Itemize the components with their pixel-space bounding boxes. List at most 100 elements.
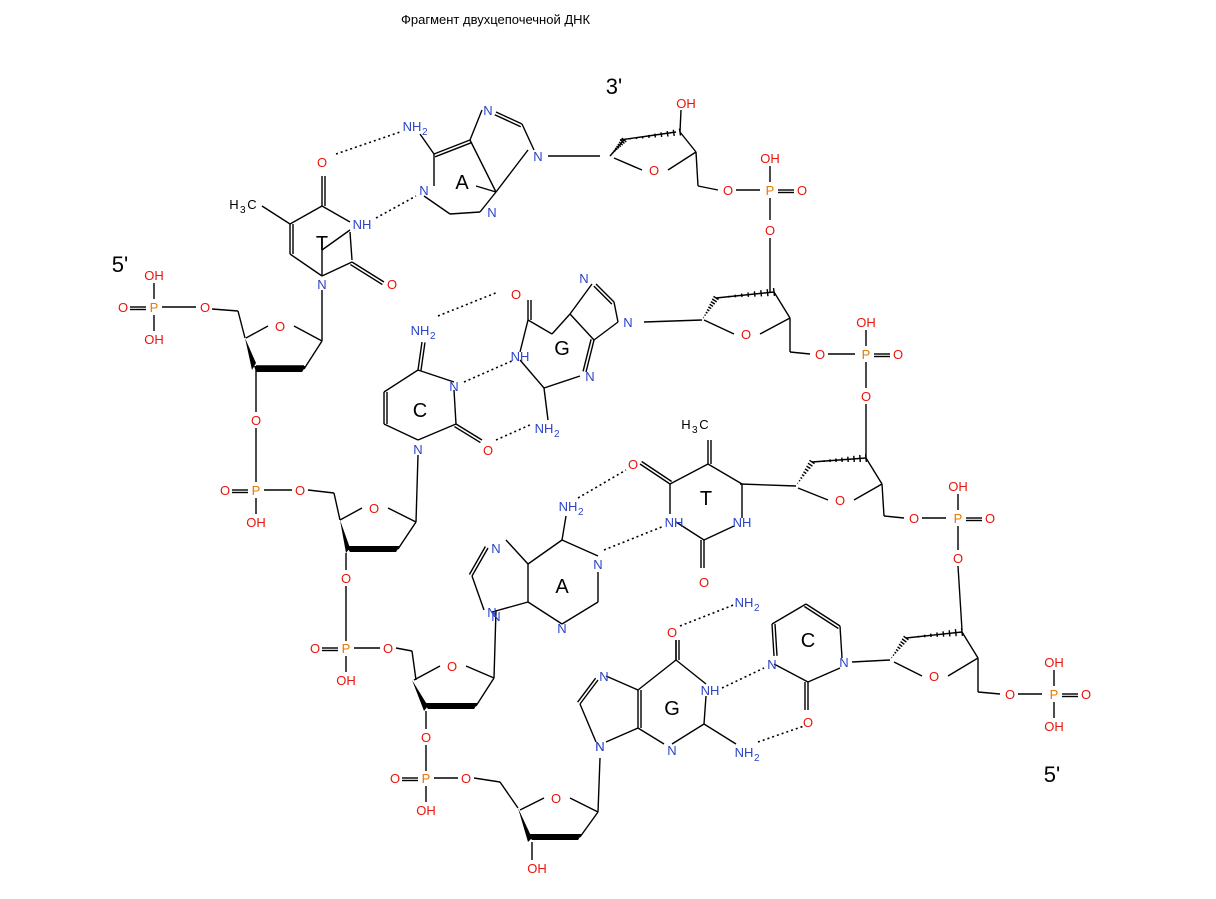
bond [707, 463, 743, 485]
bond [637, 727, 665, 745]
hash-bond [618, 141, 624, 146]
oxygen-atom: O [118, 300, 128, 315]
hash-bond [897, 646, 901, 650]
strand-end-top_right: 3' [606, 74, 622, 99]
hash-bond [798, 479, 801, 482]
bond [423, 195, 451, 215]
oxygen-atom: O [835, 493, 845, 508]
nitrogen-atom: N [413, 442, 422, 457]
hydrogen-bond [495, 423, 533, 441]
phosphorus-atom: P [1050, 687, 1059, 702]
hash-bond [666, 130, 669, 137]
hash-bond [804, 468, 809, 472]
bond-double [803, 605, 839, 630]
nitrogen-atom: N [593, 557, 602, 572]
bond [715, 291, 775, 299]
methyl-c: C [247, 197, 256, 212]
bond-double [582, 339, 592, 372]
bond [479, 191, 497, 213]
bond [419, 133, 435, 155]
bond [739, 483, 797, 487]
bond-double [641, 460, 673, 483]
bond-double [351, 261, 385, 283]
bond-double [455, 423, 483, 441]
bond-double [639, 463, 671, 485]
oxygen-atom: O [369, 501, 379, 516]
bond [851, 659, 891, 663]
bond [675, 659, 707, 685]
hydrogen-bond [603, 525, 665, 551]
nitrogen-atom: N [491, 541, 500, 556]
hash-bond [898, 643, 903, 648]
oxygen-atom: O [317, 155, 327, 170]
hydrogen-bond [721, 667, 765, 689]
bond [321, 229, 351, 251]
hydroxyl-group: OH [856, 315, 876, 330]
wedge-bond [346, 546, 400, 552]
hash-bond [800, 476, 803, 480]
nitrogen-atom: N [491, 609, 500, 624]
bond [703, 695, 707, 725]
bond [469, 139, 497, 193]
phosphorus-atom: P [862, 347, 871, 362]
strand-end-bottom_right: 5' [1044, 762, 1060, 787]
hash-bond [806, 465, 811, 470]
hash-bond [710, 301, 716, 305]
hydroxyl-group: OH [1044, 719, 1064, 734]
bond [593, 321, 619, 341]
nitrogen-atom: N [839, 655, 848, 670]
hash-bond [803, 471, 807, 475]
amino-group: NH [735, 595, 754, 610]
phosphorus-atom: P [766, 183, 775, 198]
bond [697, 185, 719, 191]
bond-double [595, 283, 615, 303]
bond [471, 575, 485, 611]
nitrogen-atom: N [579, 271, 588, 286]
bond-double [350, 263, 383, 286]
bond-double [433, 139, 471, 155]
bond [411, 650, 417, 681]
bond [521, 123, 535, 151]
phosphorus-atom: P [342, 641, 351, 656]
bond [669, 463, 709, 485]
hash-bond [616, 145, 620, 149]
hydrogen-bond [335, 131, 401, 155]
nitrogen-atom: N [623, 315, 632, 330]
bond [469, 109, 483, 141]
bond [619, 131, 677, 141]
labels-layer: 5'POOHOHOONOPOOHOONOPOOHOONOPOOHOONOH3'5… [112, 74, 1091, 876]
nitrogen-atom: N [487, 605, 496, 620]
oxygen-atom: O [985, 511, 995, 526]
bond-double [417, 341, 423, 371]
hash-bond [954, 629, 957, 637]
base-letter-C2: C [801, 630, 815, 652]
bonds-layer [130, 109, 1078, 860]
hash-bond [895, 648, 899, 652]
phosphorus-atom: P [150, 300, 159, 315]
bond [491, 601, 529, 613]
oxygen-atom: O [628, 457, 638, 472]
bond-double [454, 425, 481, 444]
base-letter-T2: T [700, 488, 712, 510]
hydroxyl-group: OH [144, 332, 164, 347]
hash-bond [707, 306, 712, 310]
hash-bond [705, 311, 708, 314]
amino-subscript: 2 [422, 127, 428, 138]
bond [865, 457, 883, 485]
bond [853, 483, 883, 501]
oxygen-atom: O [861, 389, 871, 404]
bond [397, 521, 417, 550]
bond [321, 205, 351, 223]
hydrogen-bond [757, 725, 805, 743]
bond [413, 665, 441, 681]
bond [339, 507, 363, 521]
amino-subscript: 2 [754, 603, 760, 614]
bond [333, 492, 341, 521]
amino-subscript: 2 [554, 429, 560, 440]
nitrogen-atom: N [595, 739, 604, 754]
oxygen-atom: O [200, 300, 210, 315]
bond [475, 677, 495, 707]
oxygen-atom: O [723, 183, 733, 198]
hash-bond [892, 654, 895, 657]
oxygen-atom: O [815, 347, 825, 362]
